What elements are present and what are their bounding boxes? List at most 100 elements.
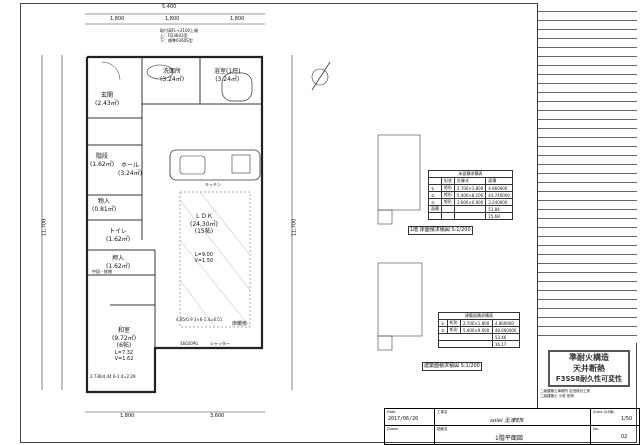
stamp-line: F3SS8耐久性可変性 [555,375,623,383]
dim-top-3: 1,800 [230,16,245,22]
dim-left: 11,700 [41,218,48,237]
total-sqm: 51.84 [485,205,513,213]
room-area: (3.24㎡) [215,75,240,83]
cell: 矩形 [446,319,461,327]
window-note-line: 取付高FL+2100上端 [160,28,199,33]
cell: 矩形 [441,184,455,192]
cell: 2.700×1.800 [453,184,487,192]
scale-label: Scale (A3版) [593,410,615,414]
cell: ③ [428,198,442,206]
note-kitchen: キッチン [205,182,221,187]
table-title: 床面積求積表 [428,170,513,178]
window-note-line: 上：FD3603型 [160,33,188,39]
room-stairs: 階段(1.62㎡) [90,153,114,168]
project-label: 工事名 [437,410,448,414]
room-name: 玄関 [101,92,114,99]
total-tsubo: 16.17 [491,340,521,348]
room-area: (0.81㎡) [92,205,117,213]
dim-bottom-2: 3,600 [210,413,225,419]
room-l: L=7.32 [114,349,134,356]
table-header: 面積 [485,177,513,185]
spec-panel [537,3,637,408]
architect-label: 二級建築士 [540,393,558,398]
cell: 5.400×8.100 [453,191,487,199]
cell: 矩形 [441,191,455,199]
room-bath: 浴室(1坪)(3.24㎡) [214,68,241,83]
note-shutter: シャッター [210,341,230,346]
date-label: Date [387,410,396,414]
room-name: ホール [121,162,140,169]
cell: 4.860000 [485,184,513,192]
drawn-label: Drawn [387,427,399,431]
window-note: 取付高FL+2100上端 上：FD3603型 下：標準0360S型 [160,28,198,44]
dim-top-2: 1,800 [165,16,180,22]
cell: 43.740000 [485,191,513,199]
dim-top-total: 5,400 [162,4,177,10]
window-note-line: 下：標準0360S型 [160,38,193,44]
room-area: (2.43㎡) [95,99,120,107]
room-name: 浴室(1坪) [214,68,241,75]
room-closet: 押入(1.62㎡) [106,255,130,270]
room-genkan: 玄関(2.43㎡) [95,92,119,107]
cell: ① [438,319,448,327]
cell: 3.240000 [485,198,513,206]
cell: 5.400×9.000 [459,326,493,334]
drawing-title: 1階平面図 [495,435,523,442]
dim-bottom-1: 1,800 [120,413,135,419]
architect-info: 二級建築士事務所 吉田設計工房 二級建築士 小林 宏明 [540,389,590,398]
cell: 矩形 [446,326,461,334]
dim-top-1: 1,800 [110,16,125,22]
room-name: ＬＤＫ [194,213,213,220]
caption-floor-area: 1階 床面積求積図 S:1/200 [408,226,473,235]
room-area: (1.62㎡) [106,262,131,270]
room-l: L=9.00 [194,251,213,258]
stamp-line: 準耐火構造 [569,353,609,362]
office-label: 二級建築士事務所 [540,389,568,393]
date-value: 2017/06/20 [388,416,419,422]
table-header: 計算式 [453,177,487,185]
drawing-label: 図面名 [437,427,448,431]
cell: ① [428,184,442,192]
room-tatami: (15帖) [194,228,214,235]
cell: 48.600000 [491,326,521,334]
room-storage: 物入(0.81㎡) [92,198,116,213]
room-name: トイレ [109,228,128,235]
room-v: V=1.50 [194,257,214,264]
room-name: 物入 [98,198,111,205]
caption-building-area: 建築面積求積図 S:1/200 [422,362,482,371]
cell: 2.700×1.800 [459,319,493,327]
stamp-line: 天井断熱 [573,364,605,373]
spec-rows [538,3,637,343]
scale-value: 1/50 [621,416,633,422]
note-calc-washitsu: 2.736/4.44 6-1.4=2.29 [90,374,136,379]
note-calc-ldk: 4.95/0.9 3×6-1.4=6.51 [176,317,223,322]
room-area: (24.30㎡) [190,220,218,228]
room-area: (9.72㎡) [112,334,137,342]
structure-stamp: 準耐火構造 天井断熱 F3SS8耐久性可変性 [548,350,630,387]
note-floor-heating: 床暖房 [232,321,248,327]
cell: 3.600×0.900 [453,198,487,206]
table-title: 建築面積求積表 [438,312,520,320]
sheet-number: 02 [621,434,628,440]
room-name: 洗面所 [163,68,182,75]
title-block: Date 2017/06/20 工事名 solei 王津町Ⅱ Scale (A3版)… [384,408,640,445]
total-label: 面積 [428,205,442,213]
total-tsubo: 15.68 [485,212,513,220]
room-area: (3.24㎡) [160,75,185,83]
room-name: 押入 [112,255,125,262]
room-area: (1.62㎡) [90,160,115,168]
note-shelf: 中段・枕棚 [92,269,112,274]
cell: 4.860000 [491,319,521,327]
room-toilet: トイレ(1.62㎡) [106,228,130,243]
no-label: No. [593,427,599,431]
room-washroom: 洗面所(3.24㎡) [160,68,184,83]
project-name: solei 王津町Ⅱ [490,418,524,424]
room-tatami: (6帖) [116,342,132,349]
room-area: (3.24㎡) [118,169,143,177]
